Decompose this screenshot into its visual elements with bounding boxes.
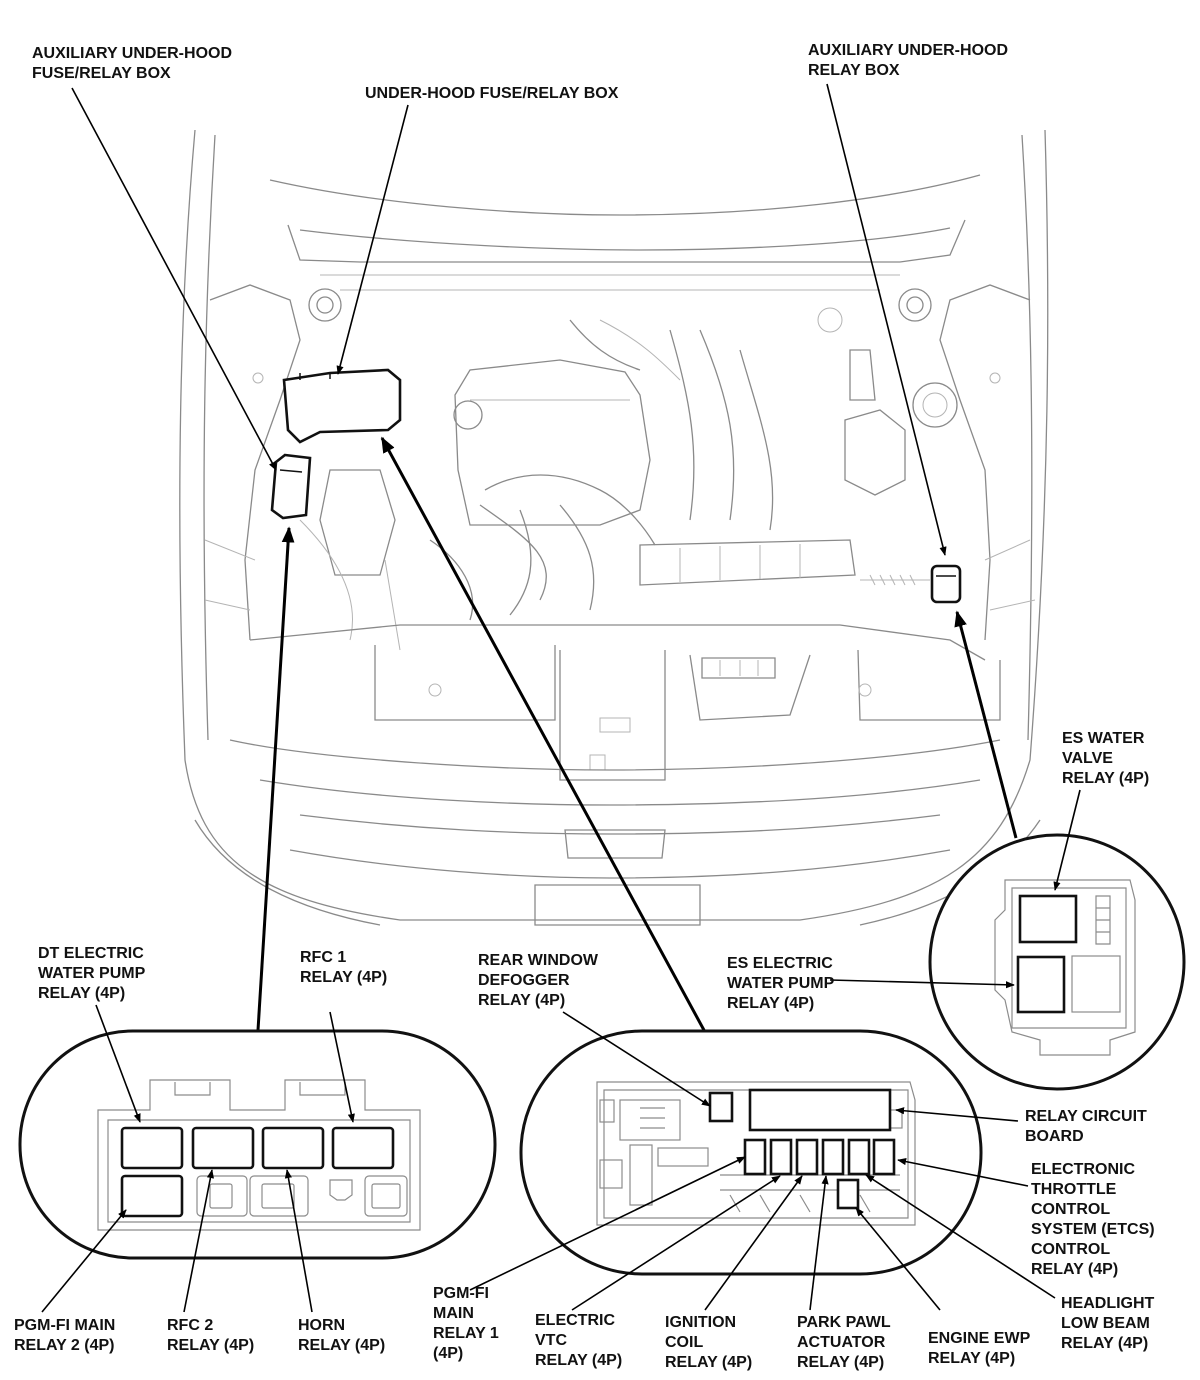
- pgmfi-main-relay-2: [120, 1174, 184, 1218]
- label-pgmfi-main-relay-1: PGM-FI MAIN RELAY 1 (4P): [433, 1285, 503, 1362]
- under-hood-fuse-relay-box: [282, 368, 402, 444]
- label-relay-circuit-board: RELAY CIRCUIT BOARD: [1025, 1108, 1151, 1145]
- pgmfi-main-relay-1: [743, 1138, 767, 1176]
- aux-relay-box-detail: [928, 833, 1186, 1091]
- engine-ewp-relay: [836, 1178, 860, 1210]
- label-electric-vtc-relay: ELECTRIC VTC RELAY (4P): [535, 1312, 622, 1369]
- etcs-control-relay: [872, 1138, 896, 1176]
- label-rear-window-defogger-relay: REAR WINDOW DEFOGGER RELAY (4P): [478, 952, 602, 1009]
- car-engine-bay-drawing: [179, 129, 1049, 926]
- under-hood-fuse-relay-box-detail: [519, 1029, 983, 1276]
- es-water-valve-relay: [1018, 894, 1078, 944]
- label-aux-fuse-relay-box: AUXILIARY UNDER-HOOD FUSE/RELAY BOX: [32, 45, 236, 82]
- detail-callout-lines: [41, 789, 1081, 1313]
- relay-circuit-board: [748, 1088, 892, 1132]
- rfc1-relay: [331, 1126, 395, 1170]
- auxiliary-relay-box: [930, 564, 962, 604]
- auxiliary-fuse-relay-box: [270, 453, 312, 520]
- electric-vtc-relay: [769, 1138, 793, 1176]
- rfc2-relay: [191, 1126, 255, 1170]
- label-aux-relay-box: AUXILIARY UNDER-HOOD RELAY BOX: [808, 42, 1012, 79]
- label-ignition-coil-relay: IGNITION COIL RELAY (4P): [665, 1314, 752, 1371]
- label-horn-relay: HORN RELAY (4P): [298, 1317, 385, 1354]
- rear-window-defogger-relay: [708, 1091, 734, 1123]
- label-under-hood-fuse-relay-box: UNDER-HOOD FUSE/RELAY BOX: [365, 85, 619, 102]
- headlight-low-beam-relay: [847, 1138, 871, 1176]
- label-es-water-valve-relay: ES WATER VALVE RELAY (4P): [1062, 730, 1149, 787]
- label-etcs-control-relay: ELECTRONIC THROTTLE CONTROL SYSTEM (ETCS…: [1031, 1161, 1159, 1278]
- label-headlight-low-beam-relay: HEADLIGHT LOW BEAM RELAY (4P): [1061, 1295, 1159, 1352]
- horn-relay: [261, 1126, 325, 1170]
- dt-electric-water-pump-relay: [120, 1126, 184, 1170]
- label-dt-electric-water-pump-relay: DT ELECTRIC WATER PUMP RELAY (4P): [38, 945, 149, 1002]
- label-rfc1-relay: RFC 1 RELAY (4P): [300, 949, 387, 986]
- park-pawl-actuator-relay: [821, 1138, 845, 1176]
- callout-lines: [71, 83, 1018, 1033]
- aux-fuse-relay-box-detail: [18, 1029, 497, 1260]
- label-es-electric-water-pump-relay: ES ELECTRIC WATER PUMP RELAY (4P): [727, 955, 838, 1012]
- label-pgmfi-main-relay-2: PGM-FI MAIN RELAY 2 (4P): [14, 1317, 120, 1354]
- ignition-coil-relay: [795, 1138, 819, 1176]
- es-electric-water-pump-relay: [1016, 955, 1066, 1014]
- label-park-pawl-actuator-relay: PARK PAWL ACTUATOR RELAY (4P): [797, 1314, 895, 1371]
- label-rfc2-relay: RFC 2 RELAY (4P): [167, 1317, 254, 1354]
- label-engine-ewp-relay: ENGINE EWP RELAY (4P): [928, 1330, 1034, 1367]
